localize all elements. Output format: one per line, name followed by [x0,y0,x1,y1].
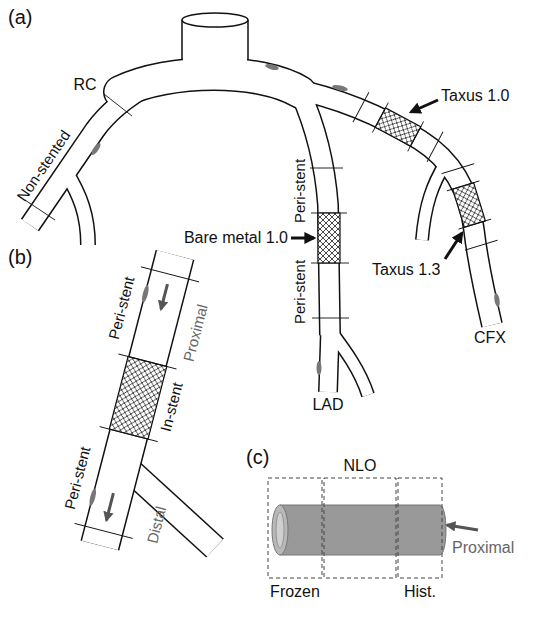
cut-line [408,121,424,151]
cut-line [118,354,176,369]
art-line [447,525,478,530]
art-path [182,13,248,60]
aorta [182,13,248,70]
artery-name: CFX [474,329,506,347]
cut-line [427,132,443,162]
art-line [312,318,349,319]
stented-segment [71,247,204,552]
stent [318,213,340,263]
pointer-arrows [291,100,462,259]
segment-label: In-stent [158,381,187,434]
art-ellipse [332,84,349,92]
stent-label: Taxus 1.0 [441,87,509,105]
cut-line [465,240,498,250]
art-path [280,505,446,555]
cut-line [447,181,480,191]
plaque [141,284,150,303]
art-rect [268,478,322,578]
stents [318,92,498,263]
art-line [445,233,462,259]
direction-label: Proximal [452,539,514,557]
cut-line [100,427,158,442]
vessel-wall [66,172,88,245]
stent-mesh [318,213,340,263]
cut-line [141,267,199,282]
stent-label: Taxus 1.3 [372,261,440,279]
art-rect [398,478,442,578]
stent-label: Bare metal 1.0 [184,229,288,247]
region-label: Frozen [270,583,320,601]
vessel-lumen [100,255,175,545]
flow-arrow [161,284,168,309]
art-ellipse [317,361,322,375]
art-rect [183,20,247,70]
cut-line [75,523,133,538]
vessel-wall [100,255,175,545]
art-rect [324,478,396,578]
vessel-lumen [66,172,88,245]
art-line [291,237,314,240]
art-line [411,100,438,112]
stent [353,92,443,161]
segment-label: Non-stented [14,128,74,205]
stent [442,164,498,250]
coronary-tree [30,74,492,395]
panel-letter: (b) [8,246,32,268]
panel-letter: (a) [8,6,32,28]
art-ellipse [276,512,284,548]
direction-label: Proximal [181,303,212,364]
vessel-lumen [330,330,368,395]
plaque-and-cuts [25,63,501,375]
art-ellipse [493,293,500,308]
region-label: NLO [344,457,377,475]
art-line [310,168,343,169]
art-line [25,200,55,220]
vessel-wall [328,330,330,392]
flow-arrow [106,493,113,520]
direction-label: Distal [144,505,169,545]
art-ellipse [272,505,288,555]
segment-label: Peri-stent [292,159,309,223]
art-ellipse [90,142,102,156]
segment-label: Peri-stent [292,260,309,324]
segment-label: Peri-stent [62,445,94,511]
art-line [104,94,132,116]
panel-letter: (c) [246,446,269,468]
stent-mesh [453,183,486,228]
cut-line [372,103,388,133]
cut-line [442,164,475,174]
artery-name: LAD [312,396,343,414]
cut-line [353,92,369,122]
segment-label: Peri-stent [106,275,138,341]
tissue-sample [268,478,478,578]
art-g [268,478,442,578]
art-ellipse [265,63,280,71]
vessel-lumen [328,330,330,392]
region-label: Hist. [404,583,436,601]
artery-name: RC [73,76,96,94]
art-path [182,20,248,27]
cut-line [459,219,492,229]
plaque [88,488,97,507]
